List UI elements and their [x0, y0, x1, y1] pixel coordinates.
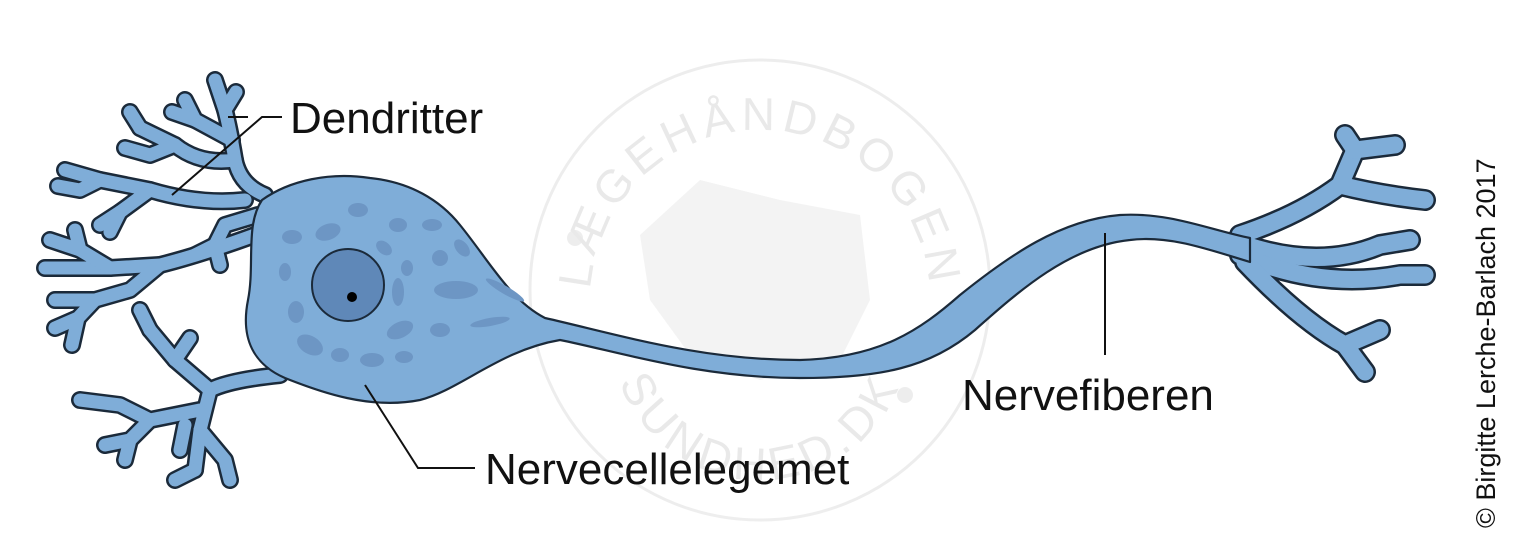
label-cell-body: Nervecellelegemet — [485, 445, 849, 494]
cell-body — [244, 175, 1252, 404]
nucleolus — [347, 292, 357, 302]
dendrites-leader-line — [171, 116, 282, 196]
axon-terminals — [1229, 124, 1436, 383]
label-axon: Nervefiberen — [962, 371, 1214, 420]
copyright-credit: © Birgitte Lerche-Barlach 2017 — [1471, 158, 1501, 528]
organelles — [279, 203, 525, 367]
cell-body-leader-line — [364, 384, 475, 469]
dendrites — [36, 71, 289, 489]
label-dendrites: Dendritter — [290, 94, 483, 143]
nucleus — [311, 248, 385, 322]
